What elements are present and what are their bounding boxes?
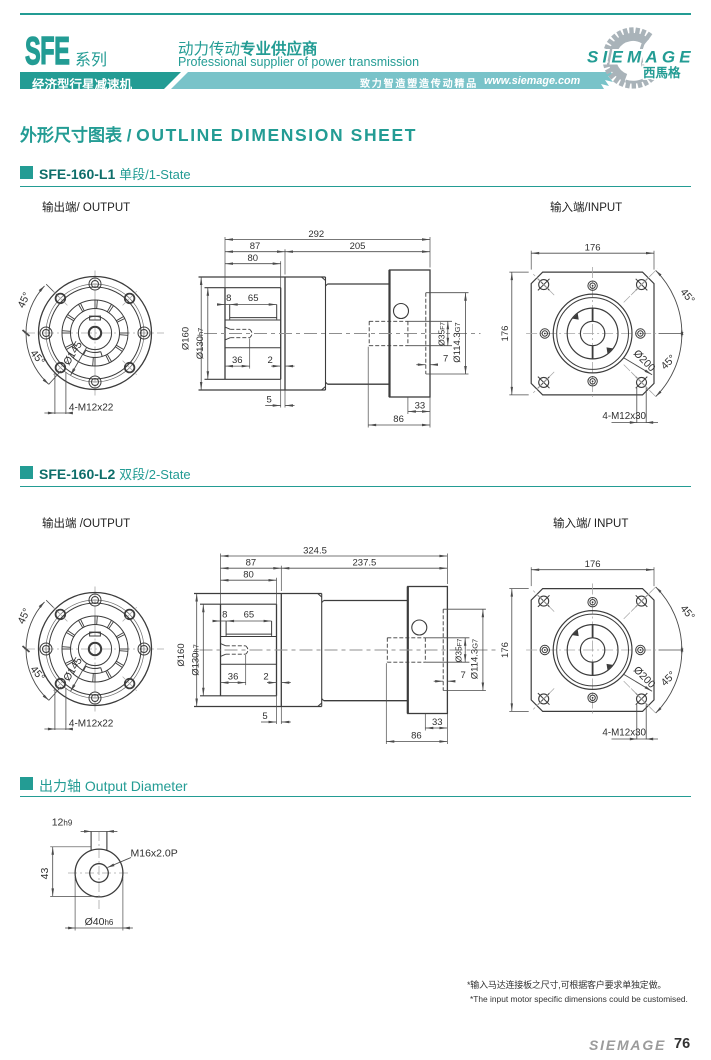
svg-text:86: 86	[393, 414, 404, 425]
svg-text:45°: 45°	[28, 348, 47, 368]
svg-text:324.5: 324.5	[303, 546, 327, 557]
svg-text:45°: 45°	[659, 353, 679, 373]
svg-text:7: 7	[443, 354, 448, 365]
svg-text:80: 80	[248, 253, 259, 264]
svg-text:205: 205	[350, 241, 366, 252]
svg-text:176: 176	[500, 642, 511, 658]
svg-text:Ø114.3G7: Ø114.3G7	[470, 639, 481, 679]
svg-text:176: 176	[585, 559, 601, 570]
svg-text:45°: 45°	[678, 286, 697, 306]
svg-text:45°: 45°	[659, 669, 679, 689]
svg-text:65: 65	[248, 293, 259, 304]
svg-text:12h9: 12h9	[52, 817, 73, 829]
svg-text:4-M12x22: 4-M12x22	[69, 719, 114, 730]
svg-text:Ø160: Ø160	[181, 327, 192, 350]
svg-text:176: 176	[585, 242, 601, 253]
svg-text:8: 8	[222, 610, 227, 621]
svg-text:2: 2	[263, 672, 268, 683]
svg-text:4-M12x30: 4-M12x30	[602, 728, 646, 739]
svg-text:Ø40h6: Ø40h6	[85, 916, 114, 928]
svg-text:4-M12x22: 4-M12x22	[69, 403, 114, 414]
svg-text:西馬格: 西馬格	[643, 65, 681, 80]
svg-text:8: 8	[226, 293, 231, 304]
svg-text:Ø130h7: Ø130h7	[195, 328, 206, 360]
svg-text:5: 5	[267, 395, 272, 406]
svg-text:87: 87	[246, 557, 257, 568]
svg-text:80: 80	[243, 569, 254, 580]
svg-text:2: 2	[268, 355, 273, 366]
svg-text:SIEMAGE: SIEMAGE	[587, 48, 695, 67]
svg-text:87: 87	[250, 241, 261, 252]
svg-text:43: 43	[39, 868, 51, 880]
svg-text:33: 33	[432, 717, 443, 728]
svg-text:33: 33	[415, 401, 426, 412]
svg-text:M16x2.0P: M16x2.0P	[131, 848, 178, 860]
svg-text:36: 36	[228, 672, 239, 683]
svg-text:7: 7	[460, 670, 465, 681]
svg-text:86: 86	[411, 731, 422, 742]
svg-text:45°: 45°	[678, 603, 697, 623]
svg-text:Ø114.3G7: Ø114.3G7	[452, 322, 463, 362]
svg-text:45°: 45°	[28, 664, 47, 684]
svg-text:4-M12x30: 4-M12x30	[602, 411, 646, 422]
svg-text:Ø160: Ø160	[176, 643, 187, 666]
svg-text:36: 36	[232, 355, 243, 366]
svg-text:292: 292	[308, 229, 324, 240]
svg-text:5: 5	[262, 711, 267, 722]
svg-text:65: 65	[244, 610, 255, 621]
svg-text:237.5: 237.5	[353, 557, 377, 568]
svg-text:176: 176	[500, 326, 511, 342]
svg-text:Ø35F7: Ø35F7	[436, 322, 446, 346]
svg-text:Ø130h7: Ø130h7	[190, 644, 201, 676]
svg-text:Ø35F7: Ø35F7	[454, 638, 464, 662]
